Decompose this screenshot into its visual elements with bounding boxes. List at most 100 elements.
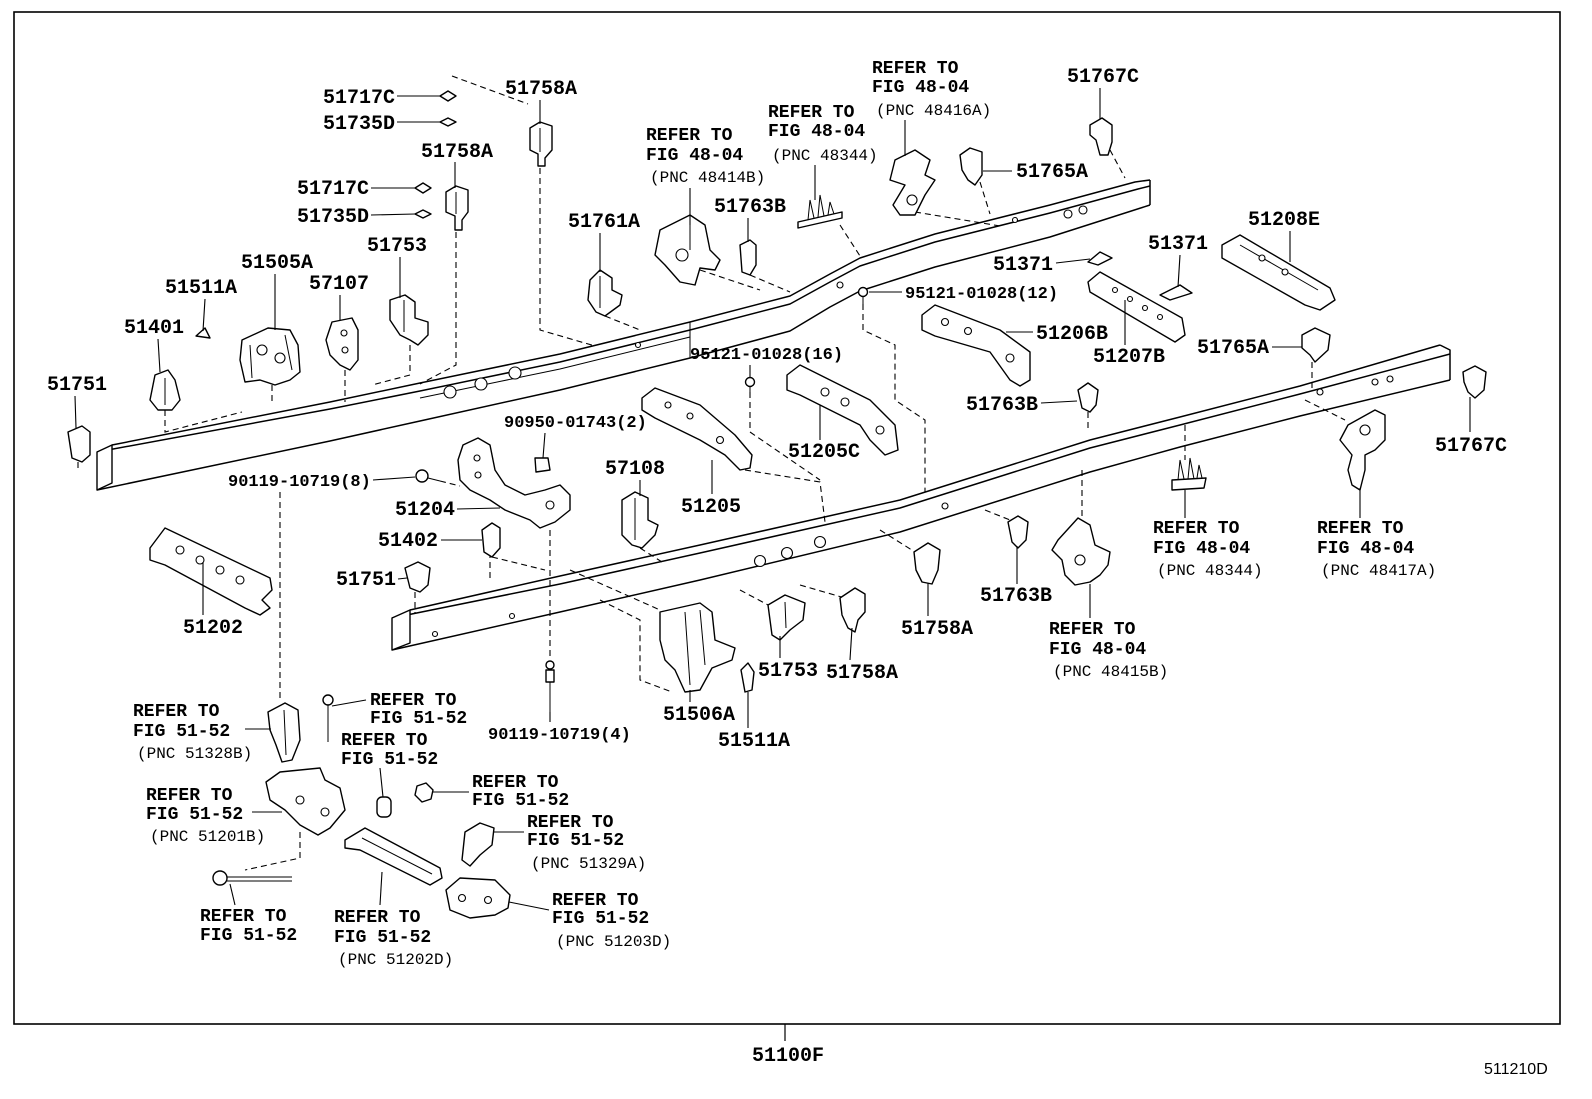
reference-note-line: FIG 51-52 (370, 709, 467, 729)
part-number-label: 51763B (714, 196, 786, 219)
callout-leader-lines (74, 88, 1471, 911)
frame-rail-right (391, 344, 1451, 651)
part-number-label: 51511A (718, 730, 790, 753)
part-number-callouts: 51717C 51735D 51758A 51758A 51717C 51735… (47, 66, 1507, 753)
reference-note-line: FIG 51-52 (200, 926, 297, 946)
bracket-51751-upper (67, 425, 91, 463)
reference-note-pnc: (PNC 48344) (1157, 562, 1263, 580)
bracket-pnc-51329a (461, 822, 495, 867)
bolt-fig-51-52-lower (212, 870, 292, 886)
part-number-label: 51753 (367, 235, 427, 258)
frame-rail-left (96, 179, 1151, 491)
reference-note: REFER TO FIG 51-52 (PNC 51329A) (527, 813, 646, 873)
washer-51735d-lower (414, 209, 432, 219)
reference-note-line: FIG 48-04 (1153, 539, 1250, 559)
reference-note-line: FIG 51-52 (334, 928, 431, 948)
reference-note-pnc: (PNC 48416A) (876, 102, 991, 120)
bracket-51751-lower (404, 561, 431, 593)
bracket-57108 (621, 491, 659, 549)
reference-note: REFER TO FIG 51-52 (472, 773, 569, 811)
part-number-label: 51767C (1435, 435, 1507, 458)
reference-note-line: REFER TO (1317, 519, 1404, 539)
part-number-label: 51206B (1036, 323, 1108, 346)
crossmember-51205c (786, 364, 899, 456)
reference-note: REFER TO FIG 51-52 (370, 691, 467, 729)
nut-fig-51-52 (414, 782, 434, 803)
bracket-51505a (239, 327, 301, 386)
reference-note-pnc: (PNC 48344) (772, 147, 878, 165)
reference-note: REFER TO FIG 51-52 (PNC 51202D) (334, 908, 453, 969)
reference-note: REFER TO FIG 51-52 (341, 731, 438, 770)
bracket-51758a-lower (839, 587, 866, 633)
bracket-pnc-48417a (1339, 409, 1386, 491)
crossmember-51202 (149, 527, 273, 616)
bracket-51758a-upper (529, 121, 553, 167)
reference-note-line: REFER TO (472, 773, 559, 793)
crossmember-pnc-51202d (344, 827, 443, 886)
bracket-51758a-second (445, 185, 469, 231)
part-number-label: 51767C (1067, 66, 1139, 89)
stud-plate-pnc-48344-lower (1171, 457, 1207, 491)
illustration-id: 511210D (1484, 1061, 1548, 1078)
part-number-label: 51763B (966, 394, 1038, 417)
bracket-51765a-upper (959, 147, 983, 186)
bracket-51763b-right (1077, 382, 1099, 413)
reference-note-line: FIG 51-52 (552, 909, 649, 929)
reference-note-line: FIG 51-52 (472, 791, 569, 811)
bracket-pnc-51203d (445, 877, 511, 919)
reference-note: REFER TO FIG 48-04 (PNC 48344) (1153, 519, 1263, 580)
bracket-51753-lower (767, 594, 806, 641)
bracket-51767c-right (1462, 365, 1487, 399)
bracket-51753-upper (389, 294, 429, 346)
nut-51717c-lower (414, 182, 432, 194)
plate-51511a-upper (195, 327, 211, 339)
crossmember-51206b (921, 304, 1031, 387)
part-number-label: 51758A (505, 78, 577, 101)
part-number-label: 51402 (378, 530, 438, 553)
washer-51735d-upper (439, 117, 457, 127)
part-number-label: 51205 (681, 496, 741, 519)
part-number-label: 51751 (47, 374, 107, 397)
reference-note-line: REFER TO (1049, 620, 1136, 640)
part-number-label: 51753 (758, 660, 818, 683)
plate-51371-left (1087, 251, 1113, 266)
bushing-fig-51-52 (376, 796, 392, 818)
reference-note-line: REFER TO (370, 691, 457, 711)
part-number-label: 51758A (826, 662, 898, 685)
plate-51371-right (1159, 284, 1193, 301)
diagram-border (13, 11, 1561, 1025)
part-number-label: 51735D (297, 206, 369, 229)
reference-note-line: FIG 51-52 (527, 831, 624, 851)
part-number-label: 51505A (241, 252, 313, 275)
assembly-number: 51100F (752, 1045, 824, 1068)
bracket-pnc-51328b (267, 702, 301, 763)
part-number-label: 51371 (1148, 233, 1208, 256)
part-number-label: 95121-01028(12) (905, 285, 1058, 304)
reference-note-line: FIG 51-52 (341, 750, 438, 770)
reference-note-line: REFER TO (146, 786, 233, 806)
reference-note-line: REFER TO (646, 126, 733, 146)
part-number-label: 57108 (605, 458, 665, 481)
reference-note-line: FIG 51-52 (146, 805, 243, 825)
part-number-label: 51202 (183, 617, 243, 640)
reference-note-pnc: (PNC 51201B) (150, 828, 265, 846)
reference-note-pnc: (PNC 51329A) (531, 855, 646, 873)
reference-note: REFER TO FIG 48-04 (PNC 48415B) (1049, 620, 1168, 681)
bracket-51761a (587, 269, 623, 317)
part-number-label: 51717C (323, 87, 395, 110)
bolt-90119-10719-8 (415, 469, 441, 483)
part-number-label: 51506A (663, 704, 735, 727)
bracket-51763b-lower (1007, 515, 1029, 549)
bracket-57107 (325, 317, 359, 371)
reference-note: REFER TO FIG 48-04 (PNC 48416A) (872, 59, 991, 120)
reference-note-line: REFER TO (552, 891, 639, 911)
part-number-label: 51204 (395, 499, 455, 522)
part-number-label: 51735D (323, 113, 395, 136)
bracket-51506a (659, 602, 736, 693)
bracket-pnc-48414b (654, 214, 721, 286)
plate-51511a-lower (740, 662, 755, 693)
crossmember-51207b (1087, 271, 1186, 343)
bolt-fig-51-52-upper (322, 694, 334, 742)
reference-note-line: FIG 48-04 (872, 78, 969, 98)
